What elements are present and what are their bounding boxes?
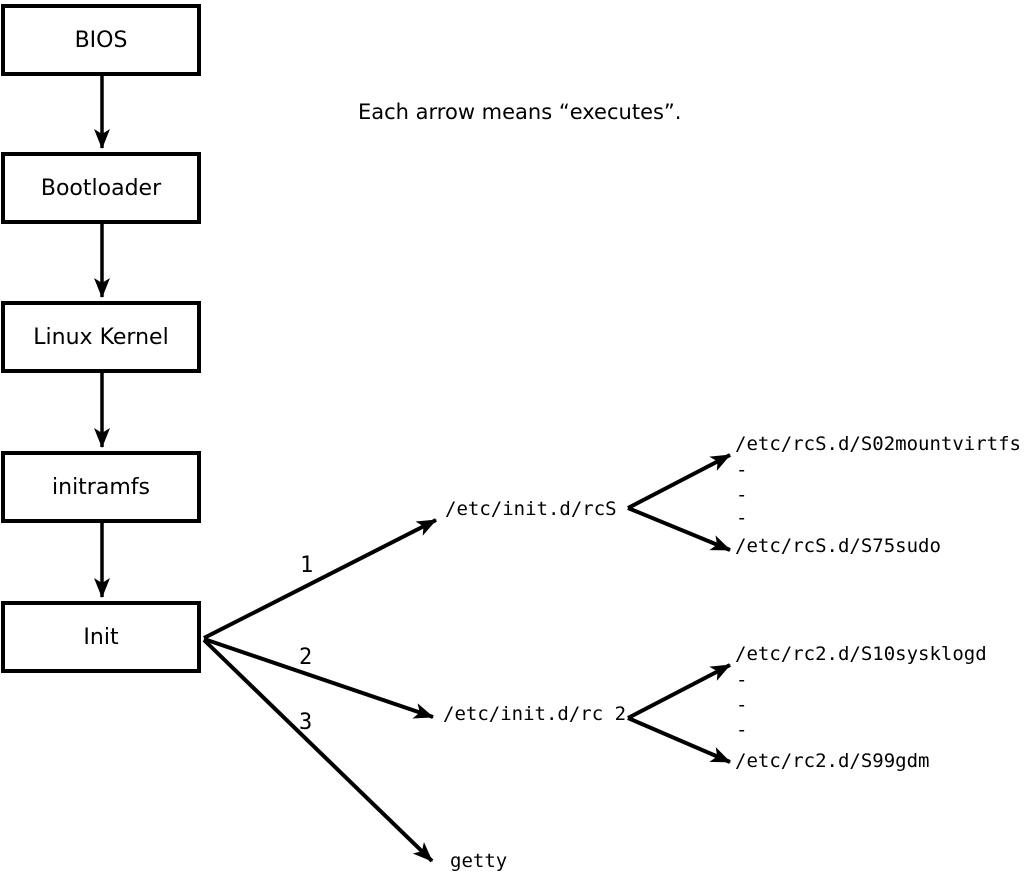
node-rcs-s75sudo: /etc/rcS.d/S75sudo bbox=[735, 535, 941, 557]
node-rc2-s99gdm: /etc/rc2.d/S99gdm bbox=[735, 750, 930, 772]
ellipsis-dash: - bbox=[736, 507, 748, 529]
node-etc-init-d-rcs: /etc/init.d/rcS bbox=[445, 498, 617, 520]
edge-rcs-s02mountvirtfs bbox=[627, 453, 731, 510]
node-getty: getty bbox=[450, 850, 508, 872]
edge-rc2-s10sysklogd bbox=[627, 663, 731, 720]
edge-init-rcs bbox=[203, 518, 437, 640]
ellipsis-dash: - bbox=[736, 694, 748, 716]
edge-label-3: 3 bbox=[299, 710, 313, 735]
flow-node-linux-kernel-label: Linux Kernel bbox=[33, 324, 169, 350]
edge-init-getty bbox=[202, 638, 434, 863]
flow-node-initramfs: initramfs bbox=[1, 451, 201, 523]
ellipsis-dash: - bbox=[736, 719, 748, 741]
node-rc2-s10sysklogd: /etc/rc2.d/S10sysklogd bbox=[735, 643, 987, 665]
flow-node-initramfs-label: initramfs bbox=[52, 474, 150, 500]
node-rcs-s02mountvirtfs: /etc/rcS.d/S02mountvirtfs bbox=[735, 433, 1021, 455]
flow-node-init-label: Init bbox=[83, 624, 119, 650]
edge-label-1: 1 bbox=[300, 553, 314, 578]
ellipsis-dash: - bbox=[736, 669, 748, 691]
legend-note: Each arrow means “executes”. bbox=[358, 100, 682, 124]
flow-node-init: Init bbox=[1, 601, 201, 673]
node-etc-init-d-rc2: /etc/init.d/rc 2 bbox=[443, 703, 627, 725]
edge-init-rc2 bbox=[203, 637, 434, 719]
flow-node-bootloader: Bootloader bbox=[1, 152, 201, 224]
ellipsis-dash: - bbox=[736, 459, 748, 481]
flow-node-bios-label: BIOS bbox=[74, 27, 128, 53]
flow-node-bios: BIOS bbox=[1, 4, 201, 76]
flow-node-linux-kernel: Linux Kernel bbox=[1, 301, 201, 373]
flow-node-bootloader-label: Bootloader bbox=[40, 175, 162, 201]
ellipsis-dash: - bbox=[736, 484, 748, 506]
edge-label-2: 2 bbox=[299, 645, 313, 670]
edge-rc2-s99gdm bbox=[627, 716, 731, 764]
edge-rcs-s75sudo bbox=[627, 506, 731, 552]
